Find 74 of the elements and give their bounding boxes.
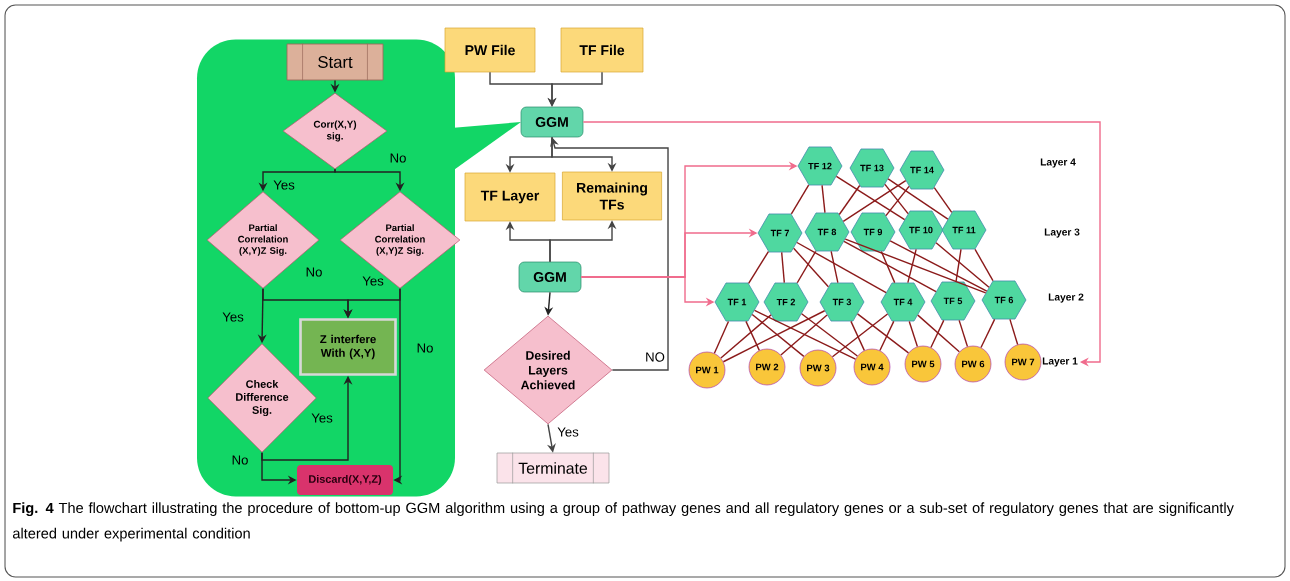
connector-line (843, 240, 937, 293)
gene-hexagon: TF 12 (797, 146, 843, 186)
connector-line (796, 241, 887, 294)
connector-line (907, 248, 917, 284)
gene-hexagon: TF 2 (763, 282, 809, 322)
edge-label: Yes (273, 180, 295, 190)
connector-line (821, 184, 826, 214)
connector-line (830, 250, 839, 284)
edge-label: No (306, 267, 322, 277)
connector-line (933, 186, 953, 214)
gene-hexagon: TF 10 (898, 210, 944, 250)
edge-label: No (417, 343, 433, 353)
connector-line (842, 179, 907, 223)
edge-label: Yes (557, 427, 579, 437)
edge-label: Yes (362, 276, 384, 286)
connector-line (722, 310, 826, 363)
process-box: Discard(X,Y,Z) (297, 465, 393, 495)
connector-line (838, 184, 861, 216)
gene-hexagon: TF 7 (757, 213, 803, 253)
connector-line (751, 313, 805, 358)
gene-hexagon: TF 3 (819, 282, 865, 322)
process-box: GGM (518, 261, 582, 293)
edge-label: No (390, 153, 406, 163)
connector-line (880, 250, 896, 284)
gene-hexagon: TF 5 (930, 281, 976, 321)
gene-hexagon: TF 14 (899, 150, 945, 190)
connector-line (908, 320, 919, 348)
connector-line (889, 240, 988, 292)
connector-line (796, 250, 817, 284)
layer-label: Layer 4 (1040, 158, 1076, 168)
connector-line (974, 248, 994, 282)
connector-line (831, 313, 889, 358)
layer-label: Layer 2 (1048, 293, 1084, 303)
gene-hexagon: TF 4 (880, 282, 926, 322)
connector-line (835, 175, 906, 221)
process-box: GGM (520, 106, 584, 138)
terminate-box: Terminate (496, 452, 610, 484)
connector-line (781, 251, 786, 284)
connector-line (955, 248, 962, 283)
layer-label: Layer 1 (1042, 357, 1078, 367)
connector-line (850, 320, 866, 352)
start-box: Start (286, 43, 384, 81)
edge-label: Yes (222, 312, 244, 322)
gene-hexagon: TF 1 (714, 282, 760, 322)
gene-hexagon: TF 13 (849, 148, 895, 188)
connector-line (879, 320, 895, 352)
connector-line (980, 318, 996, 349)
connector-line (745, 320, 761, 352)
connector-line (887, 178, 949, 220)
connector-line (713, 320, 730, 354)
connector-line (844, 238, 987, 294)
connector-line (790, 184, 810, 215)
connector-line (935, 242, 990, 288)
connector-line (800, 313, 859, 357)
gene-hexagon: TF 11 (941, 210, 987, 250)
connector-line (747, 250, 770, 285)
connector-line (917, 314, 960, 353)
connector-line (930, 319, 945, 349)
gene-hexagon: TF 8 (804, 212, 850, 252)
edge-label: NO (646, 352, 665, 362)
gene-hexagon: TF 6 (981, 280, 1027, 320)
figure-caption: Fig. 4 The flowchart illustrating the procedure of bottom-up GGM algorithm using a group of pathway genes and all regulatory genes or a sub-set of regulatory genes that are significantly altered under experimental condition (12, 502, 1234, 542)
layer-label: Layer 3 (1044, 228, 1080, 238)
edge-label: No (232, 455, 248, 465)
connector-line (780, 314, 828, 356)
connector-line (856, 313, 910, 354)
connector-line (792, 247, 830, 288)
connector-line (1009, 318, 1019, 346)
process-box: Z interfere With (X,Y) (299, 318, 397, 376)
connector-line (753, 309, 857, 360)
arrow (582, 121, 1101, 367)
gene-hexagon: TF 9 (850, 212, 896, 252)
connector-line (958, 319, 969, 348)
connector-line (720, 314, 772, 359)
